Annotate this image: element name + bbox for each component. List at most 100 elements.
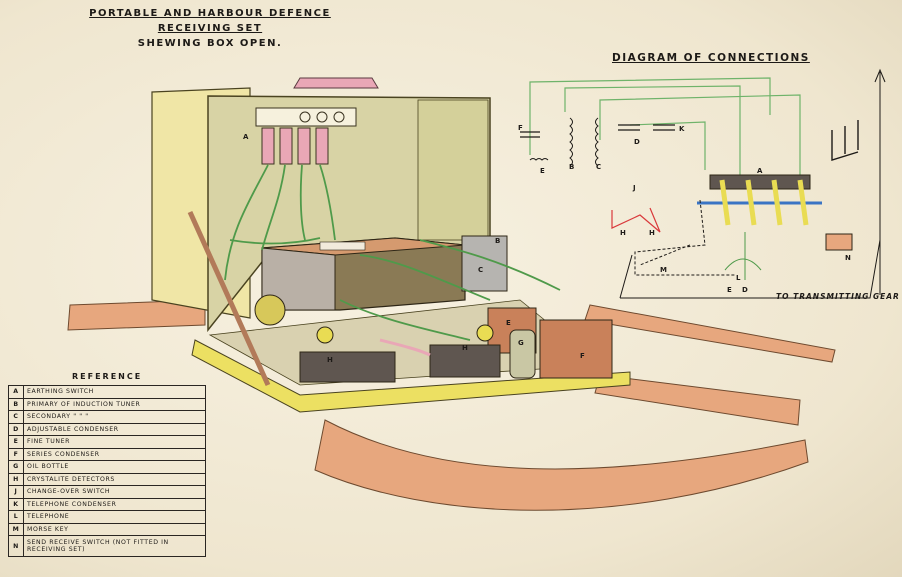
- pink-wire: [379, 338, 431, 357]
- coil-c-symbol: [595, 117, 599, 167]
- title-line-1: PORTABLE AND HARBOUR DEFENCE: [89, 8, 331, 19]
- reference-label: CHANGE-OVER SWITCH: [23, 485, 206, 499]
- box-handle: [293, 77, 379, 89]
- label-dia-d2: D: [742, 286, 748, 294]
- fine-tuner-symbol: [529, 158, 549, 161]
- telephone-symbol: [724, 232, 762, 280]
- reference-label: OIL BOTTLE: [23, 460, 206, 474]
- earthing-switch-panel: [255, 107, 357, 127]
- reference-label: ADJUSTABLE CONDENSER: [23, 422, 206, 436]
- reference-label: SERIES CONDENSER: [23, 447, 206, 461]
- reference-key: C: [8, 410, 24, 424]
- reference-label: TELEPHONE CONDENSER: [23, 497, 206, 511]
- reference-label: SEND RECEIVE SWITCH (NOT FITTED IN RECEI…: [23, 535, 206, 557]
- connection-diagram: F E B C D K A J H H M L N E D: [518, 68, 886, 299]
- label-dia-c: C: [596, 163, 601, 171]
- diagram-title: DIAGRAM OF CONNECTIONS: [612, 52, 810, 64]
- diagram-dashed-wire: [634, 199, 735, 276]
- reference-key: L: [8, 510, 24, 524]
- reference-key: K: [8, 497, 24, 511]
- detector-base-2: [429, 344, 501, 378]
- label-box-g: G: [518, 339, 524, 347]
- reference-label: FINE TUNER: [23, 435, 206, 449]
- diagram-red-wire: [611, 207, 661, 233]
- reference-key: J: [8, 485, 24, 499]
- detector-crystal-2: [476, 324, 494, 342]
- detector-base-1: [299, 351, 396, 383]
- switch-blade-3: [297, 127, 311, 165]
- earth-symbol-icon: [831, 120, 859, 161]
- transmitting-gear-label: TO TRANSMITTING GEAR: [776, 292, 900, 301]
- label-dia-d: D: [634, 138, 640, 146]
- series-condenser-f: [539, 319, 613, 379]
- reference-label: EARTHING SWITCH: [23, 385, 206, 399]
- diagram-wire-green: [529, 77, 771, 175]
- detector-crystal-1: [316, 326, 334, 344]
- tuner-box-front: [261, 247, 336, 311]
- label-dia-b: B: [569, 163, 574, 171]
- reference-key: F: [8, 447, 24, 461]
- diagram-wire-green-2: [599, 94, 801, 175]
- label-dia-h1: H: [620, 229, 626, 237]
- box-inner-panel: [417, 99, 489, 241]
- oil-bottle-g: [509, 329, 536, 379]
- title-line-3: SHEWING BOX OPEN.: [137, 38, 283, 49]
- label-dia-m: M: [660, 266, 667, 274]
- reference-title: REFERENCE: [72, 372, 143, 381]
- diagram-switch-bar-a: [709, 174, 811, 190]
- condenser-f-symbol: [520, 131, 540, 138]
- label-dia-k: K: [679, 125, 685, 133]
- reference-key: G: [8, 460, 24, 474]
- label-box-b: B: [495, 237, 500, 245]
- label-dia-l: L: [736, 274, 741, 282]
- label-box-f: F: [580, 352, 585, 360]
- label-dia-e2: E: [727, 286, 732, 294]
- label-dia-e: E: [540, 167, 545, 175]
- title-line-2: RECEIVING SET: [157, 23, 263, 34]
- condenser-d-symbol: [618, 124, 640, 131]
- terminal-3: [333, 111, 345, 123]
- reference-label: TELEPHONE: [23, 510, 206, 524]
- reference-label: MORSE KEY: [23, 522, 206, 536]
- box-wiring: [224, 164, 561, 341]
- label-box-a: A: [243, 133, 249, 141]
- box-base-frame: [191, 339, 631, 413]
- label-box-e: E: [506, 319, 511, 327]
- label-dia-a: A: [757, 167, 763, 175]
- coil-b-symbol: [569, 117, 573, 167]
- diagram-base-line: [620, 239, 881, 299]
- label-dia-f: F: [518, 124, 523, 132]
- tuner-dial: [254, 294, 286, 326]
- tuner-label-plate: [319, 241, 366, 251]
- reference-label: CRYSTALITE DETECTORS: [23, 472, 206, 486]
- lid-support-rod: [187, 210, 271, 387]
- condenser-k-symbol: [653, 124, 675, 131]
- label-box-h2: H: [462, 344, 468, 352]
- title-block: PORTABLE AND HARBOUR DEFENCE RECEIVING S…: [60, 6, 360, 51]
- switch-blade-1: [261, 127, 275, 165]
- reference-key: M: [8, 522, 24, 536]
- label-box-h1: H: [327, 356, 333, 364]
- label-dia-h2: H: [649, 229, 655, 237]
- diagram-side-line: [619, 254, 633, 299]
- aerial-arrow-icon: [874, 68, 886, 83]
- switch-blade-4: [315, 127, 329, 165]
- leather-straps: [67, 299, 836, 511]
- reference-key: D: [8, 422, 24, 436]
- reference-key: H: [8, 472, 24, 486]
- reference-label: PRIMARY OF INDUCTION TUNER: [23, 397, 206, 411]
- diagram-switch-blades: [719, 179, 809, 226]
